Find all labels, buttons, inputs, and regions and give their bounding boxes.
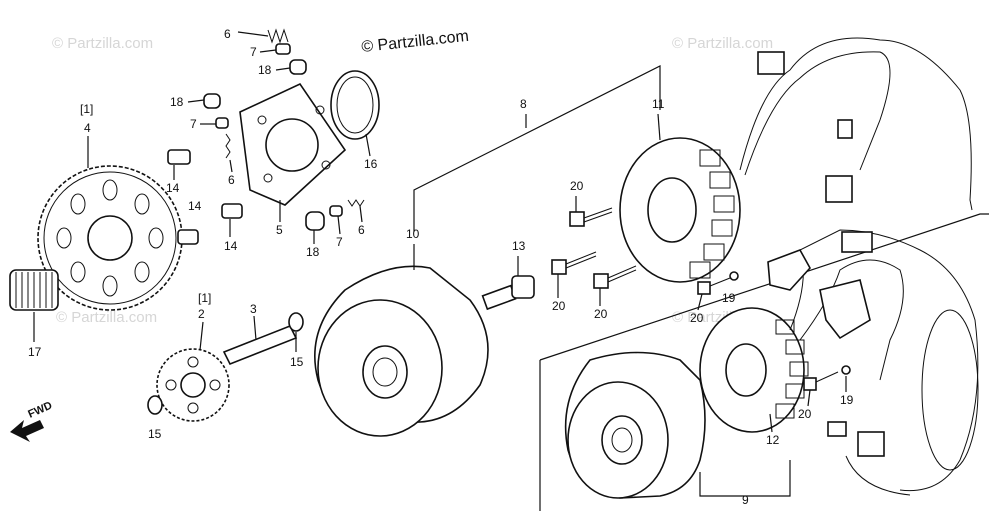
large-sprocket — [37, 165, 183, 311]
label-4: 4 — [84, 121, 91, 135]
clutch-plate — [239, 82, 347, 206]
bolt-20a — [569, 207, 613, 227]
roller-18a — [289, 59, 307, 75]
label-19b: 19 — [840, 393, 854, 407]
label-3: 3 — [250, 302, 257, 316]
label-6a: 6 — [224, 27, 231, 41]
washer-19a — [729, 271, 739, 281]
bolt-20c — [593, 265, 637, 289]
pulse-generator — [819, 279, 871, 340]
label-14a: 14 — [166, 181, 180, 195]
stator-upper — [619, 137, 741, 283]
label-7a: 7 — [250, 45, 257, 59]
bracket-8 — [413, 65, 661, 232]
stator-lower — [699, 307, 809, 433]
roller-18b — [203, 93, 221, 109]
washer-15a — [288, 312, 304, 332]
washer-19b — [841, 365, 851, 375]
label-20b: 20 — [552, 299, 566, 313]
gasket-16 — [330, 70, 380, 140]
bolt-14c — [221, 203, 243, 219]
shaft — [222, 324, 298, 366]
roller-18c — [305, 211, 325, 231]
bolt-13 — [481, 275, 535, 311]
bracket-ref-2: [1] — [198, 291, 211, 305]
label-10: 10 — [406, 227, 420, 241]
fwd-arrow — [10, 420, 44, 442]
connector-upper-1 — [757, 51, 785, 75]
label-17: 17 — [28, 345, 42, 359]
watermark-2: © Partzilla.com — [672, 35, 773, 52]
spring-6a — [267, 28, 289, 44]
bracket-ref-4: [1] — [80, 102, 93, 116]
connector-lower-2 — [827, 421, 847, 437]
bolt-14b — [177, 229, 199, 245]
label-2: 2 — [198, 307, 205, 321]
pickup-coil — [767, 249, 811, 291]
flywheel-rotor — [314, 265, 489, 437]
plunger-7a — [275, 43, 291, 55]
label-6b: 6 — [228, 173, 235, 187]
label-20c: 20 — [594, 307, 608, 321]
bolt-20b — [551, 251, 597, 275]
plunger-7b — [215, 117, 229, 129]
spring-6b — [225, 133, 231, 159]
label-8: 8 — [520, 97, 527, 111]
label-9: 9 — [742, 493, 749, 507]
label-6c: 6 — [358, 223, 365, 237]
label-20a: 20 — [570, 179, 584, 193]
label-5: 5 — [276, 223, 283, 237]
bolt-20e — [803, 371, 839, 391]
plunger-7c — [329, 205, 343, 217]
bolt-20d — [697, 277, 731, 295]
label-14c: 14 — [224, 239, 238, 253]
label-7b: 7 — [190, 117, 197, 131]
label-20d: 20 — [690, 311, 704, 325]
label-7c: 7 — [336, 235, 343, 249]
needle-bearing — [9, 269, 59, 311]
label-16: 16 — [364, 157, 378, 171]
connector-lower-1 — [841, 231, 873, 253]
bolt-14a — [167, 149, 191, 165]
connector-upper-3 — [837, 119, 853, 139]
label-20e: 20 — [798, 407, 812, 421]
label-11: 11 — [652, 97, 665, 111]
watermark-4: © Partzilla.com — [56, 309, 157, 326]
harness-wire-upper — [739, 37, 973, 211]
label-15b: 15 — [148, 427, 162, 441]
label-12: 12 — [766, 433, 780, 447]
watermark-1: © Partzilla.com — [52, 35, 153, 52]
copyright-text: © Partzilla.com — [361, 28, 470, 56]
fwd-label: FWD — [26, 400, 54, 421]
connector-lower-3 — [857, 431, 885, 457]
label-15a: 15 — [290, 355, 304, 369]
label-19a: 19 — [722, 291, 736, 305]
box-line-top — [539, 213, 989, 361]
wire-loop — [921, 309, 979, 471]
label-13: 13 — [512, 239, 526, 253]
label-18b: 18 — [170, 95, 184, 109]
washer-15b — [147, 395, 163, 415]
connector-upper-2 — [825, 175, 853, 203]
small-sprocket — [156, 348, 230, 422]
bracket-9 — [699, 460, 791, 497]
spring-6c — [347, 199, 365, 207]
flywheel-rotor-lower — [564, 351, 706, 499]
label-14b: 14 — [188, 199, 202, 213]
label-18a: 18 — [258, 63, 272, 77]
label-18c: 18 — [306, 245, 320, 259]
